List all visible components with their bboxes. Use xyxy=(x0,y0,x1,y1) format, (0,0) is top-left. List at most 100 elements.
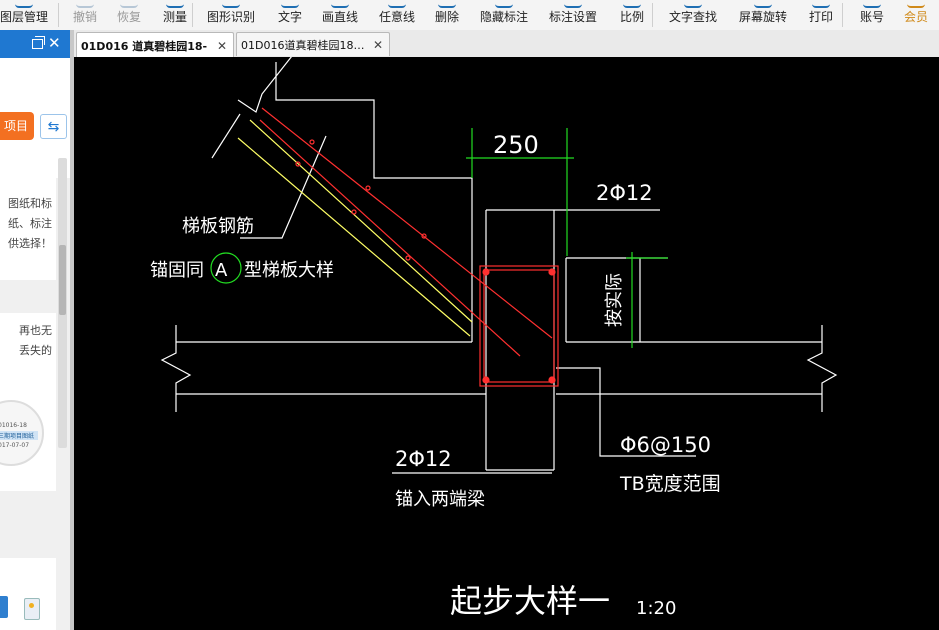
toolbar-button-8[interactable]: 删除 xyxy=(432,0,462,30)
anchor-suffix-label: 型梯板大样 xyxy=(244,260,334,281)
cad-drawing: 250 2Φ12 梯板钢筋 锚固同 A 型梯板大样 按实际 2Φ12 锚入两端梁… xyxy=(150,57,838,620)
toolbar-label: 画直线 xyxy=(321,10,358,24)
toolbar-icon xyxy=(812,1,830,8)
toolbar-label: 标注设置 xyxy=(548,10,597,24)
stirrup-label: Φ6@150 xyxy=(620,433,711,457)
toolbar-button-13[interactable]: 屏幕旋转 xyxy=(737,0,789,30)
refresh-icon[interactable]: ⇆ xyxy=(40,114,67,139)
toolbar-label: 任意线 xyxy=(378,10,415,24)
circle-letter: A xyxy=(215,260,228,281)
toolbar-icon xyxy=(907,1,925,8)
tab-close-icon[interactable]: ✕ xyxy=(216,38,227,53)
toolbar-separator xyxy=(842,3,843,27)
toolbar-button-5[interactable]: 文字 xyxy=(275,0,305,30)
toolbar-icon xyxy=(15,1,33,8)
left-panel-header: ✕ xyxy=(0,30,70,58)
toolbar-button-14[interactable]: 打印 xyxy=(806,0,836,30)
drawing-canvas[interactable]: 250 2Φ12 梯板钢筋 锚固同 A 型梯板大样 按实际 2Φ12 锚入两端梁… xyxy=(74,57,939,630)
toolbar-label: 恢复 xyxy=(116,10,141,24)
thumb-line-1: 01016-18 xyxy=(0,422,27,429)
tab-close-icon[interactable]: ✕ xyxy=(372,37,383,52)
slab-rebar-label: 梯板钢筋 xyxy=(182,216,254,237)
main-toolbar: 图层管理 撤销 恢复 测量 图形识别 文字 画直线 任意线 删除 隐藏标注 标注设置 比例 文字查找 屏幕… xyxy=(0,0,939,31)
tab-bar: 01D016 道真碧桂园18- ✕ 01D016道真碧桂园18… ✕ xyxy=(74,30,939,58)
toolbar-icon xyxy=(438,1,456,8)
toolbar-separator xyxy=(58,3,59,27)
tb-range-label: TB宽度范围 xyxy=(619,473,721,495)
panel-scrollbar-thumb[interactable] xyxy=(59,245,66,315)
project-button[interactable]: 项目 xyxy=(0,112,34,140)
toolbar-icon xyxy=(684,1,702,8)
red-rebar xyxy=(259,107,559,387)
toolbar-label: 测量 xyxy=(162,10,187,24)
left-break-line xyxy=(160,325,192,412)
rebar-bottom-label: 2Φ12 xyxy=(395,447,452,471)
toolbar-button-4[interactable]: 图形识别 xyxy=(206,0,256,30)
toolbar-label: 打印 xyxy=(808,10,833,24)
toolbar-icon xyxy=(388,1,406,8)
toolbar-button-2[interactable]: 恢复 xyxy=(114,0,144,30)
card1-line-1: 图纸和标 xyxy=(8,197,52,210)
section-circle xyxy=(210,252,242,284)
tab-label: 01D016道真碧桂园18… xyxy=(241,38,365,52)
toolbar-icon xyxy=(331,1,349,8)
thumb-line-3: 017-07-07 xyxy=(0,442,30,449)
toolbar-button-15[interactable]: 账号 xyxy=(857,0,887,30)
info-card-1: 图纸和标 纸、标注 供选择！ xyxy=(0,152,56,280)
toolbar-button-1[interactable]: 撤销 xyxy=(70,0,100,30)
close-icon[interactable]: ✕ xyxy=(48,34,61,52)
right-break-line xyxy=(806,325,838,412)
toolbar-button-10[interactable]: 标注设置 xyxy=(547,0,599,30)
left-panel: ✕ 项目 ⇆ 图纸和标 纸、标注 供选择！ 再也无 丢失的 01016-18 三… xyxy=(0,30,70,630)
anchor-prefix-label: 锚固同 xyxy=(150,260,204,281)
tab-drawing-1[interactable]: 01D016 道真碧桂园18- ✕ xyxy=(76,32,234,58)
card2-line-1: 再也无 xyxy=(19,324,52,337)
thumb-line-2: 三期项目图纸 xyxy=(0,431,38,440)
toolbar-label: 隐藏标注 xyxy=(479,10,528,24)
toolbar-button-6[interactable]: 画直线 xyxy=(320,0,360,30)
toolbar-icon xyxy=(166,1,184,8)
toolbar-icon xyxy=(754,1,772,8)
toolbar-button-7[interactable]: 任意线 xyxy=(377,0,417,30)
toolbar-label: 图形识别 xyxy=(206,10,255,24)
toolbar-label: 会员 xyxy=(903,10,928,24)
toolbar-button-9[interactable]: 隐藏标注 xyxy=(478,0,530,30)
promo-image xyxy=(0,558,56,630)
toolbar-icon xyxy=(76,1,94,8)
toolbar-button-3[interactable]: 测量 xyxy=(160,0,190,30)
drawing-labels: 250 2Φ12 梯板钢筋 锚固同 A 型梯板大样 按实际 2Φ12 锚入两端梁… xyxy=(150,131,721,620)
toolbar-label: 删除 xyxy=(434,10,459,24)
card1-line-3: 供选择！ xyxy=(8,237,52,250)
toolbar-button-12[interactable]: 文字查找 xyxy=(667,0,719,30)
rebar-top-label: 2Φ12 xyxy=(596,181,653,205)
toolbar-icon xyxy=(495,1,513,8)
dim-250-label: 250 xyxy=(493,131,539,159)
toolbar-separator xyxy=(652,3,653,27)
yellow-slab xyxy=(237,119,473,337)
toolbar-label: 撤销 xyxy=(72,10,97,24)
toolbar-button-16[interactable]: 会员 xyxy=(901,0,931,30)
toolbar-icon xyxy=(863,1,881,8)
detail-scale: 1:20 xyxy=(636,598,676,619)
by-actual-label: 按实际 xyxy=(604,273,625,327)
detail-title: 起步大样一 xyxy=(450,582,610,620)
toolbar-icon xyxy=(120,1,138,8)
toolbar-icon xyxy=(623,1,641,8)
restore-icon[interactable] xyxy=(32,36,45,49)
anchor-beam-label: 锚入两端梁 xyxy=(395,489,485,510)
panel-splitter[interactable] xyxy=(70,30,74,630)
toolbar-label: 屏幕旋转 xyxy=(738,10,787,24)
toolbar-icon xyxy=(564,1,582,8)
toolbar-button-11[interactable]: 比例 xyxy=(617,0,647,30)
toolbar-icon xyxy=(222,1,240,8)
toolbar-label: 比例 xyxy=(619,10,644,24)
toolbar-label: 账号 xyxy=(859,10,884,24)
toolbar-separator xyxy=(192,3,193,27)
card2-line-2: 丢失的 xyxy=(19,344,52,357)
tab-label: 01D016 道真碧桂园18- xyxy=(81,39,208,53)
tab-drawing-2[interactable]: 01D016道真碧桂园18… ✕ xyxy=(236,32,390,56)
toolbar-icon xyxy=(281,1,299,8)
green-dimensions xyxy=(210,128,668,348)
white-geometry xyxy=(160,57,838,474)
toolbar-button-0[interactable]: 图层管理 xyxy=(0,0,48,30)
